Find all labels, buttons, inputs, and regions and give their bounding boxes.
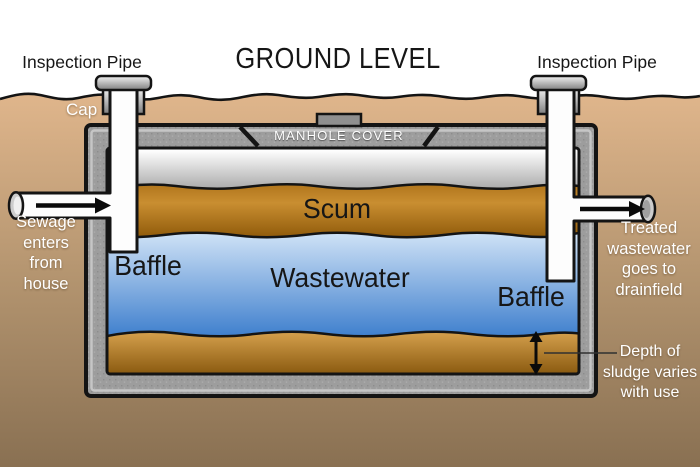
inlet-pipe-and-baffle [7, 84, 139, 254]
manhole-knob [315, 112, 363, 128]
depth-note-line: Depth of [619, 343, 681, 360]
scum-layer [107, 182, 579, 239]
wastewater-label: Wastewater [270, 262, 410, 293]
sludge-depth-note: Depth of sludge varies with use [603, 342, 697, 404]
scum-label: Scum [303, 193, 371, 224]
manhole-cover [238, 112, 440, 148]
outlet-flow-arrow-icon [580, 201, 645, 217]
ground-level-title: GROUND LEVEL [235, 43, 441, 75]
inspection-cap-flange-left [94, 74, 153, 92]
depth-note-line: sludge varies [602, 363, 698, 381]
sewage-note-line: house [23, 274, 69, 293]
sludge-layer [107, 330, 579, 374]
sewage-note-line: Sewage [16, 213, 76, 231]
treated-note-line: goes to [621, 260, 677, 278]
baffle-label-right: Baffle [497, 281, 565, 312]
sewage-note-line: enters [23, 233, 69, 252]
sludge-depth-arrow-icon [529, 331, 543, 375]
outlet-pipe-and-baffle [545, 84, 657, 283]
inlet-flow-arrow-icon [36, 197, 111, 214]
treated-note-line: wastewater [607, 239, 691, 258]
treated-note-line: Treated [620, 219, 678, 237]
septic-tank-body [84, 112, 598, 398]
baffle-label-left: Baffle [114, 250, 182, 281]
inspection-pipe-label-right: Inspection Pipe [537, 52, 657, 72]
cap-label: Cap [66, 100, 98, 119]
treated-outlet-note: Treated wastewater goes to drainfield [607, 218, 690, 300]
depth-note-line: with use [620, 384, 680, 401]
sewage-note-line: from [29, 254, 63, 272]
sewage-inlet-note: Sewage enters from house [16, 212, 76, 294]
inspection-pipe-label-left: Inspection Pipe [22, 52, 142, 72]
treated-note-line: drainfield [615, 280, 683, 299]
inspection-cap-flange-right [529, 74, 588, 92]
manhole-cover-label: MANHOLE COVER [274, 128, 404, 143]
